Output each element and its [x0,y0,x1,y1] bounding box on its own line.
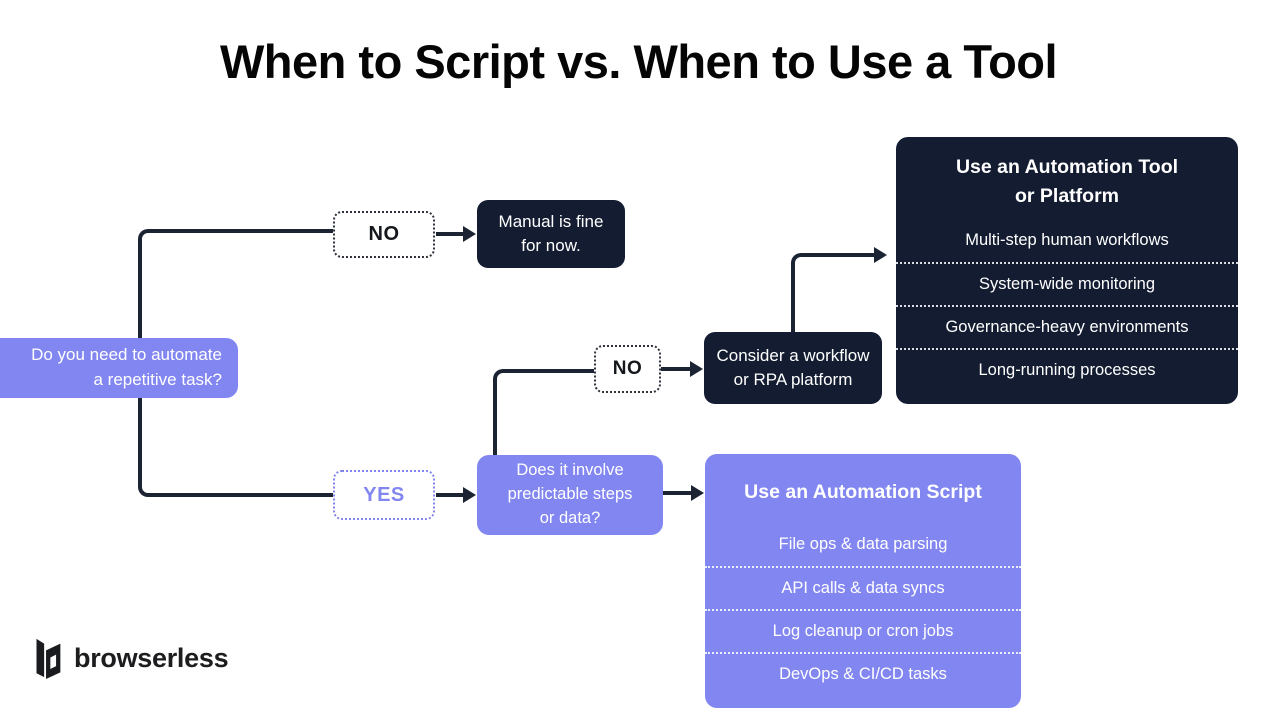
arrowhead-yes-to-question2 [463,487,476,503]
no-label-top: NO [333,211,435,258]
question2-node: Does it involve predictable steps or dat… [477,455,663,535]
manual-outcome-node: Manual is fine for now. [477,200,625,268]
yes-label: YES [333,470,435,520]
page-title: When to Script vs. When to Use a Tool [219,35,1058,88]
connector-question2-to-no [493,369,596,457]
arrowhead-consider-to-tool-panel [874,247,887,263]
list-item: Multi-step human workflows [965,230,1169,249]
start-question-node: Do you need to automate a repetitive tas… [0,338,238,398]
automation-tool-panel-list: Multi-step human workflows System-wide m… [896,219,1238,391]
arrow-no-to-consider [661,367,690,371]
arrowhead-no-to-consider [690,361,703,377]
connector-consider-to-tool-panel [791,253,874,333]
list-item: System-wide monitoring [896,261,1238,305]
list-item: Log cleanup or cron jobs [705,609,1021,652]
automation-script-panel-list: File ops & data parsing API calls & data… [705,523,1021,695]
arrow-question2-to-script-panel [663,491,691,495]
arrow-no-to-manual [436,232,463,236]
browserless-logo-icon [30,637,64,679]
list-item: Governance-heavy environments [896,304,1238,348]
no-label-middle: NO [594,345,661,393]
list-item: File ops & data parsing [778,535,948,554]
arrowhead-no-to-manual [463,226,476,242]
arrowhead-question2-to-script-panel [691,485,704,501]
automation-script-panel: Use an Automation Script File ops & data… [705,454,1021,708]
browserless-logo-text: browserless [74,642,229,673]
arrow-yes-to-question2 [436,493,463,497]
automation-tool-panel-title: Use an Automation Tool or Platform [955,156,1179,208]
automation-tool-panel: Use an Automation Tool or Platform Multi… [896,137,1238,404]
browserless-logo: browserless [30,637,229,679]
automation-script-panel-title: Use an Automation Script [744,481,982,503]
list-item: DevOps & CI/CD tasks [705,652,1021,695]
consider-workflow-node: Consider a workflow or RPA platform [704,332,882,404]
list-item: API calls & data syncs [705,566,1021,609]
list-item: Long-running processes [896,347,1238,391]
